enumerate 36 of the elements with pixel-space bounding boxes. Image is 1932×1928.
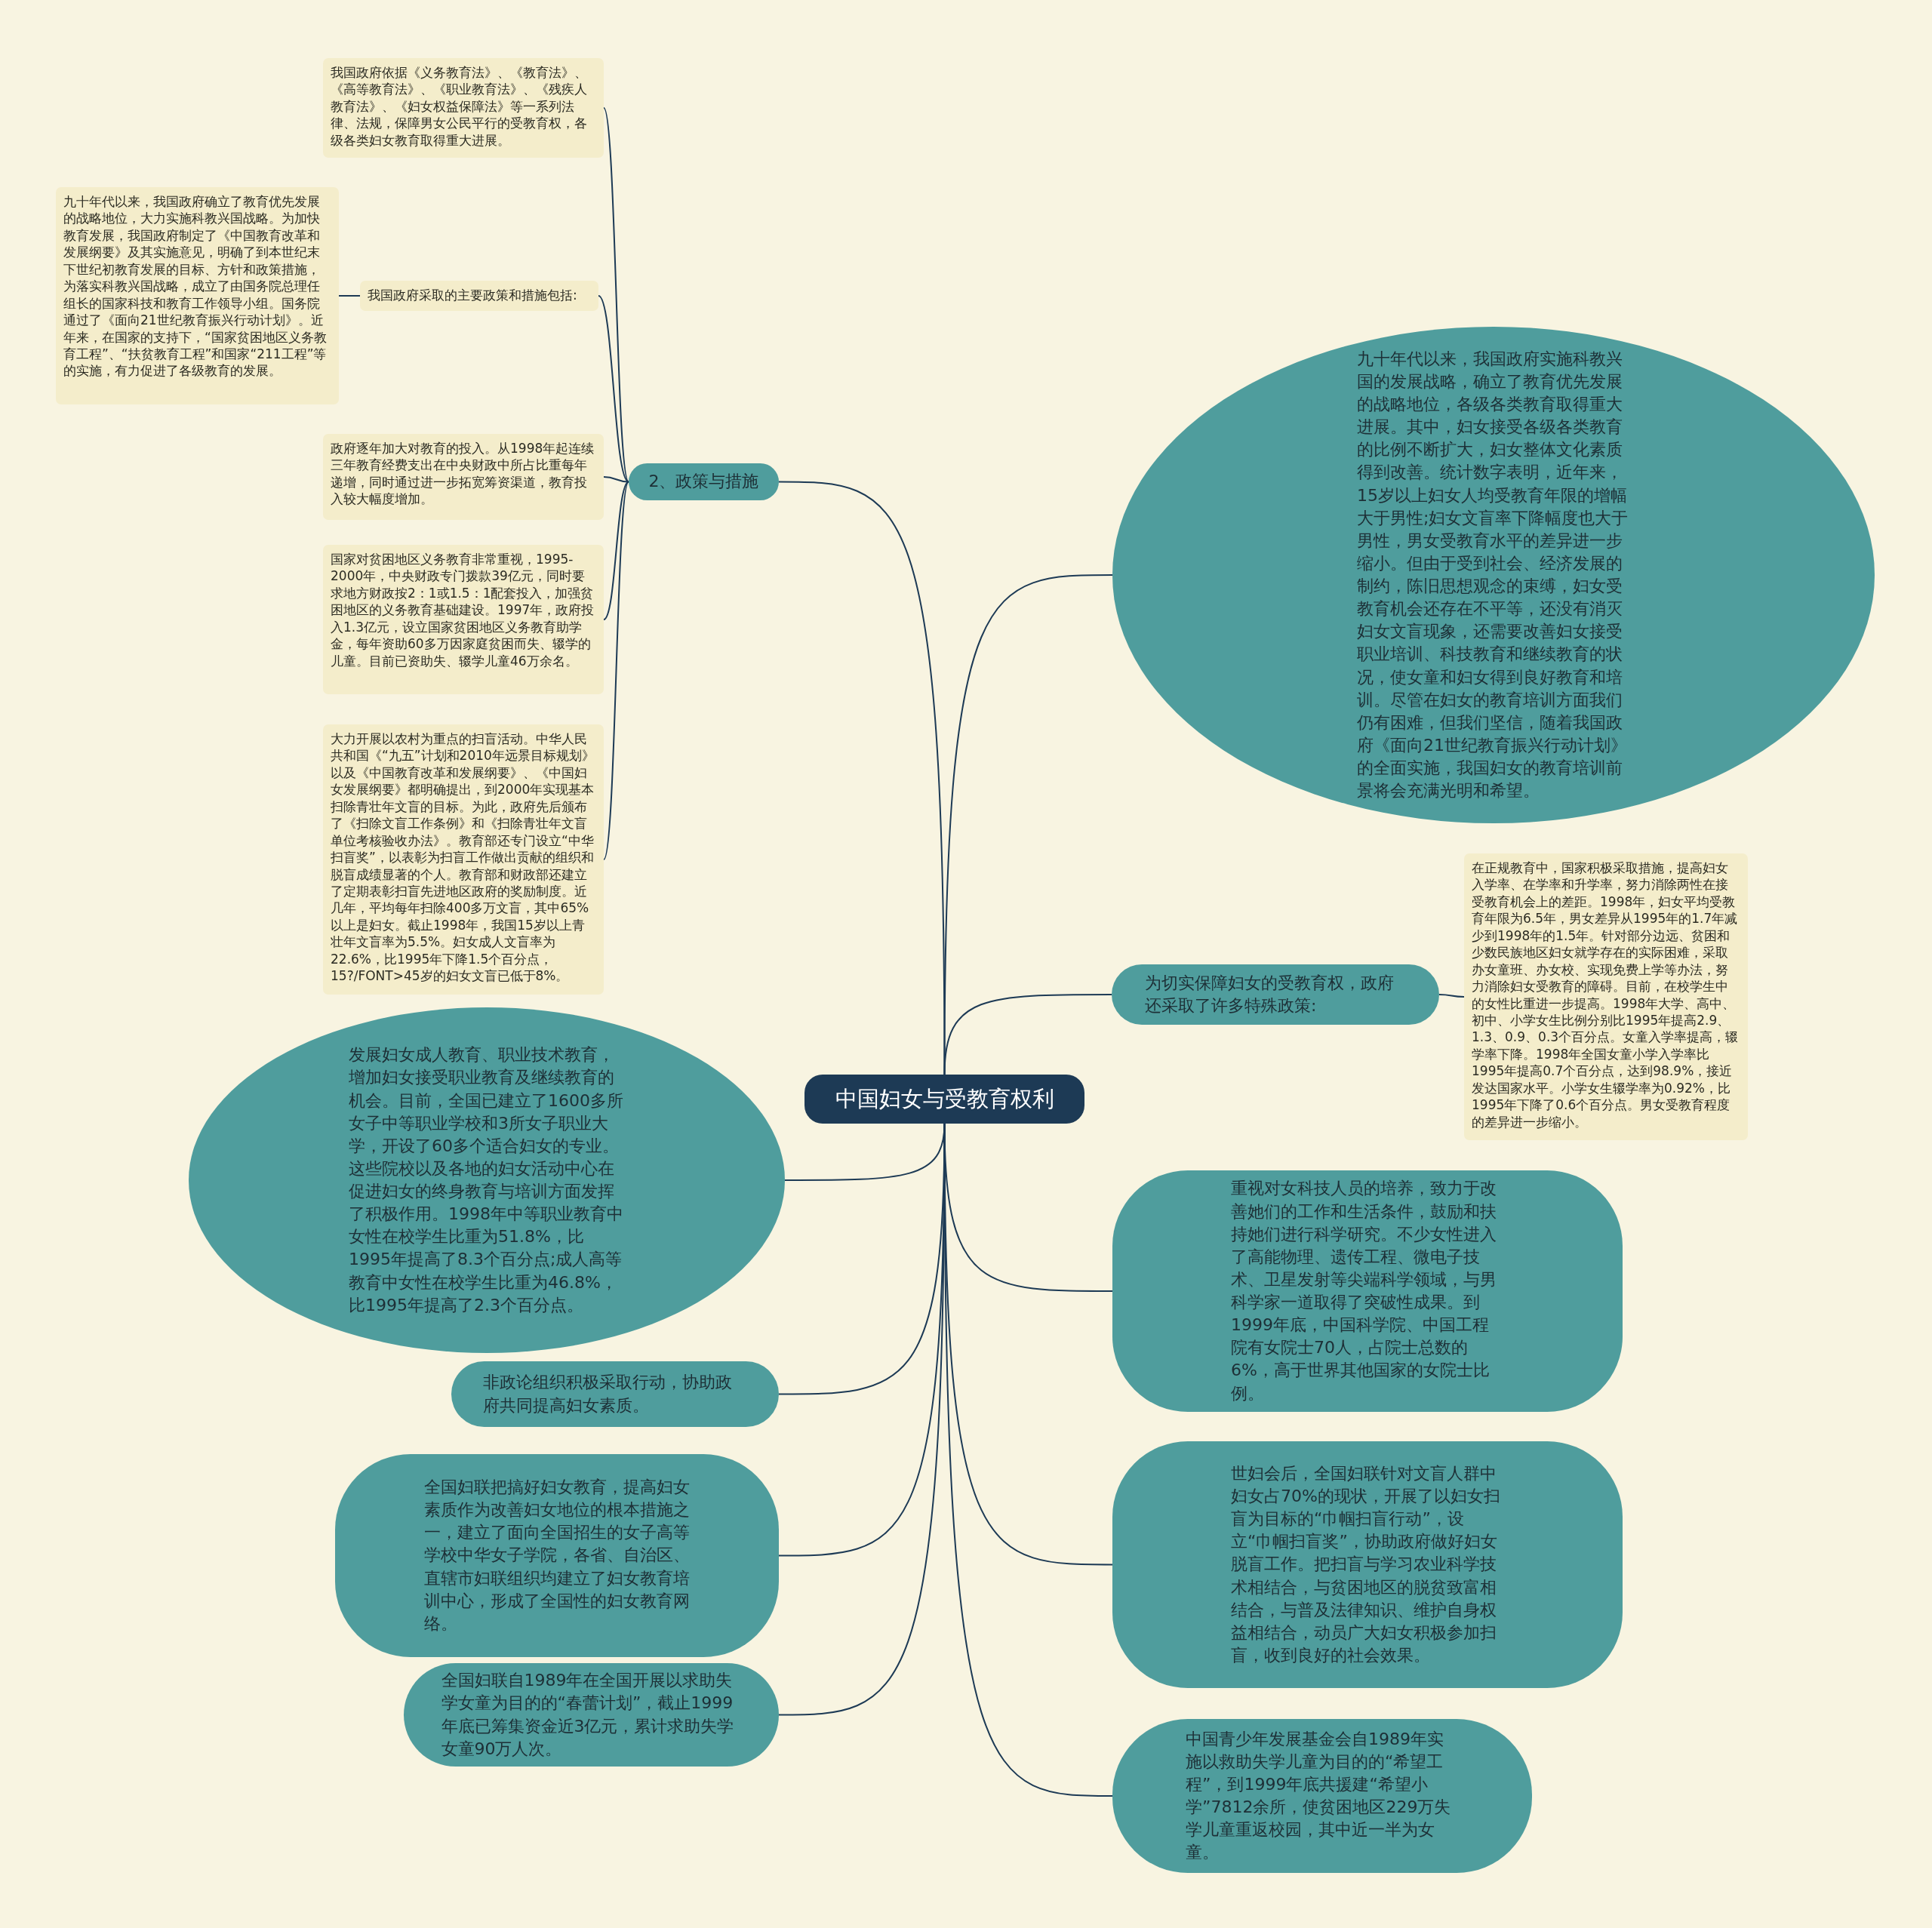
topic-text: 我国政府依据《义务教育法》、《教育法》、《高等教育法》、《职业教育法》、《残疾人教育法》、《妇女权益保障法》等一系列法律、法规，保障男女公民平行的受教育权，各级各类妇女教育取得重大进展。 [331, 64, 588, 149]
topic-text: 非政论组织积极采取行动，协助政府共同提高妇女素质。 [483, 1372, 733, 1416]
connector-line [603, 481, 629, 860]
note-card [323, 545, 604, 694]
topic-text: 世妇会后，全国妇联针对文盲人群中妇女占70%的现状，开展了以妇女扫盲为目标的“巾帼扫盲行动”，设立“巾帼扫盲奖”，协助政府做好妇女脱盲工作。把扫盲与学习农业科学技术相结合，与贫困地区的脱贫致富相结合，与普及法律知识、维护自身权益相结合，动员广大妇女积极参加扫盲，收到良好的社会效果。 [1231, 1462, 1501, 1666]
topic-bubble [1112, 1441, 1623, 1688]
topic-text: 重视对女科技人员的培养，致力于改善她们的工作和生活条件，鼓励和扶持她们进行科学研究。不少女性进入了高能物理、遗传工程、微电子技术、卫星发射等尖端科学领域，与男科学家一道取得了突破性成果。到1999年底，中国科学院、中国工程院有女院士70人，占院士总数的6%，高于世界其他国家的女院士比例。 [1231, 1178, 1497, 1404]
topic-text: 全国妇联自1989年在全国开展以求助失学女童为目的的“春蕾计划”，截止1999年底已筹集资金近3亿元，累计求助失学女童90万人次。 [441, 1670, 735, 1760]
topic-text: 在正规教育中，国家积极采取措施，提高妇女入学率、在学率和升学率，努力消除两性在接受教育机会上的差距。1998年，妇女平均受教育年限为6.5年，男女差异从1995年的1.7年减少到1998年的1.5年。针对部分边远、贫困和少数民族地区妇女就学存在的实际困难，采取办女童班、办女校、实现免费上学等办法，努力消除妇女受教育的障碍。目前，在校学生中的女性比重进一步提高。1998年大学、高中、初中、小学女生比例分别比1995年提高2.9、1.3、0.9、0.3个百分点。女童入学率提高，辍学率下降。1998年全国女童小学入学率比1995年提高0.7个百分点，达到98.9%，接近发达国家水平。小学女生辍学率为0.92%，比1995年下降了0.6个百分点。男女受教育程度的差异进一步缩小。 [1472, 859, 1740, 1130]
note-card [323, 58, 604, 158]
topic-text: 为切实保障妇女的受教育权，政府还采取了许多特殊政策: [1145, 972, 1395, 1016]
connector-line [1438, 994, 1465, 998]
topic-text: 政府逐年加大对教育的投入。从1998年起连续三年教育经费支出在中央财政中所占比重每年递增，同时通过进一步拓宽筹资渠道，教育投入较大幅度增加。 [331, 440, 595, 508]
connector-line [943, 574, 1113, 1075]
note-card [56, 187, 339, 404]
note-card [323, 434, 604, 520]
topic-text: 大力开展以农村为重点的扫盲活动。中华人民共和国《“九五”计划和2010年远景目标规划》以及《中国教育改革和发展纲要》、《中国妇女发展纲要》都明确提出，到2000年实现基本扫除青壮年文盲的目标。为此，政府先后颁布了《扫除文盲工作条例》和《扫除青壮年文盲单位考核验收办法》。教育部还专门设立“中华扫盲奖”，以表彰为扫盲工作做出贡献的组织和脱盲成绩显著的个人。教育部和财政部还建立了定期表彰扫盲先进地区政府的奖励制度。近几年，平均每年扫除400多万文盲，其中65%以上是妇女。截止1998年，我国15岁以上青壮年文盲率为5.5%。妇女成人文盲率为22.6%，比1995年下降1.5个百分点，15?/FONT>45岁的妇女文盲已低于8%。 [331, 730, 595, 985]
topic-text: 发展妇女成人教育、职业技术教育，增加妇女接受职业教育及继续教育的机会。目前，全国已建立了1600多所女子中等职业学校和3所女子职业大学，开设了60多个适合妇女的专业。这些院校以及各地的妇女活动中心在促进妇女的终身教育与培训方面发挥了积极作用。1998年中等职业教育中女性在校学生比重为51.8%，比1995年提高了8.3个百分点;成人高等教育中女性在校学生比重为46.8%，比1995年提高了2.3个百分点。 [349, 1044, 624, 1316]
central-topic [804, 1075, 1084, 1124]
topic-text: 2、政策与措施 [648, 471, 759, 493]
topic-text: 九十年代以来，我国政府实施科教兴国的发展战略，确立了教育优先发展的战略地位，各级各类教育取得重大进展。其中，妇女接受各级各类教育的比例不断扩大，妇女整体文化素质得到改善。统计数字表明，近年来，15岁以上妇女人均受教育年限的增幅大于男性;妇女文盲率下降幅度也大于男性，男女受教育水平的差异进一步缩小。但由于受到社会、经济发展的制约，陈旧思想观念的束缚，妇女受教育机会还存在不平等，还没有消灭妇女文盲现象，还需要改善妇女接受职业培训、科技教育和继续教育的状况，使女童和妇女得到良好教育和培训。尽管在妇女的教育培训方面我们仍有困难，但我们坚信，随着我国政府《面向21世纪教育振兴行动计划》的全面实施，我国妇女的教育培训前景将会充满光明和希望。 [1357, 348, 1629, 802]
topic-text: 国家对贫困地区义务教育非常重视，1995-2000年，中央财政专门拨款39亿元，同时要求地方财政按2：1或1.5：1配套投入，加强贫困地区的义务教育基础建设。1997年，政府投入1.3亿元，设立国家贫困地区义务教育助学金，每年资助60多万因家庭贫困而失、辍学的儿童。目前已资助失、辍学儿童46万余名。 [331, 551, 595, 670]
connector-line [603, 476, 629, 483]
connector-line [943, 994, 1112, 1075]
connector-line [598, 295, 629, 483]
topic-bubble [1112, 1170, 1623, 1412]
topic-text: 我国政府采取的主要政策和措施包括: [368, 287, 577, 304]
topic-text: 全国妇联把搞好妇女教育，提高妇女素质作为改善妇女地位的根本措施之一，建立了面向全国招生的女子高等学校中华女子学院，各省、自治区、直辖市妇联组织均建立了妇女教育培训中心，形成了全国性的妇女教育网络。 [424, 1477, 690, 1634]
note-card [360, 281, 598, 311]
connector-line [603, 107, 629, 483]
connector-line [338, 295, 361, 297]
topic-title: 中国妇女与受教育权利 [835, 1084, 1054, 1113]
connector-line [603, 481, 629, 620]
topic-text: 九十年代以来，我国政府确立了教育优先发展的战略地位，大力实施科教兴国战略。为加快教育发展，我国政府制定了《中国教育改革和发展纲要》及其实施意见，明确了到本世纪末下世纪初教育发展的目标、方针和政策措施，为落实科教兴国战略，成立了由国务院总理任组长的国家科技和教育工作领导小组。国务院通过了《面向21世纪教育振兴行动计划》。近年来，在国家的支持下，“国家贫困地区义务教育工程”、“扶贫教育工程”和国家“211工程”等的实施，有力促进了各级教育的发展。 [63, 193, 328, 380]
topic-bubble [629, 463, 779, 500]
topic-text: 中国青少年发展基金会自1989年实施以救助失学儿童为目的的“希望工程”，到1999年底共援建“希望小学”7812余所，使贫困地区229万失学儿童重返校园，其中近一半为女童。 [1186, 1728, 1452, 1864]
